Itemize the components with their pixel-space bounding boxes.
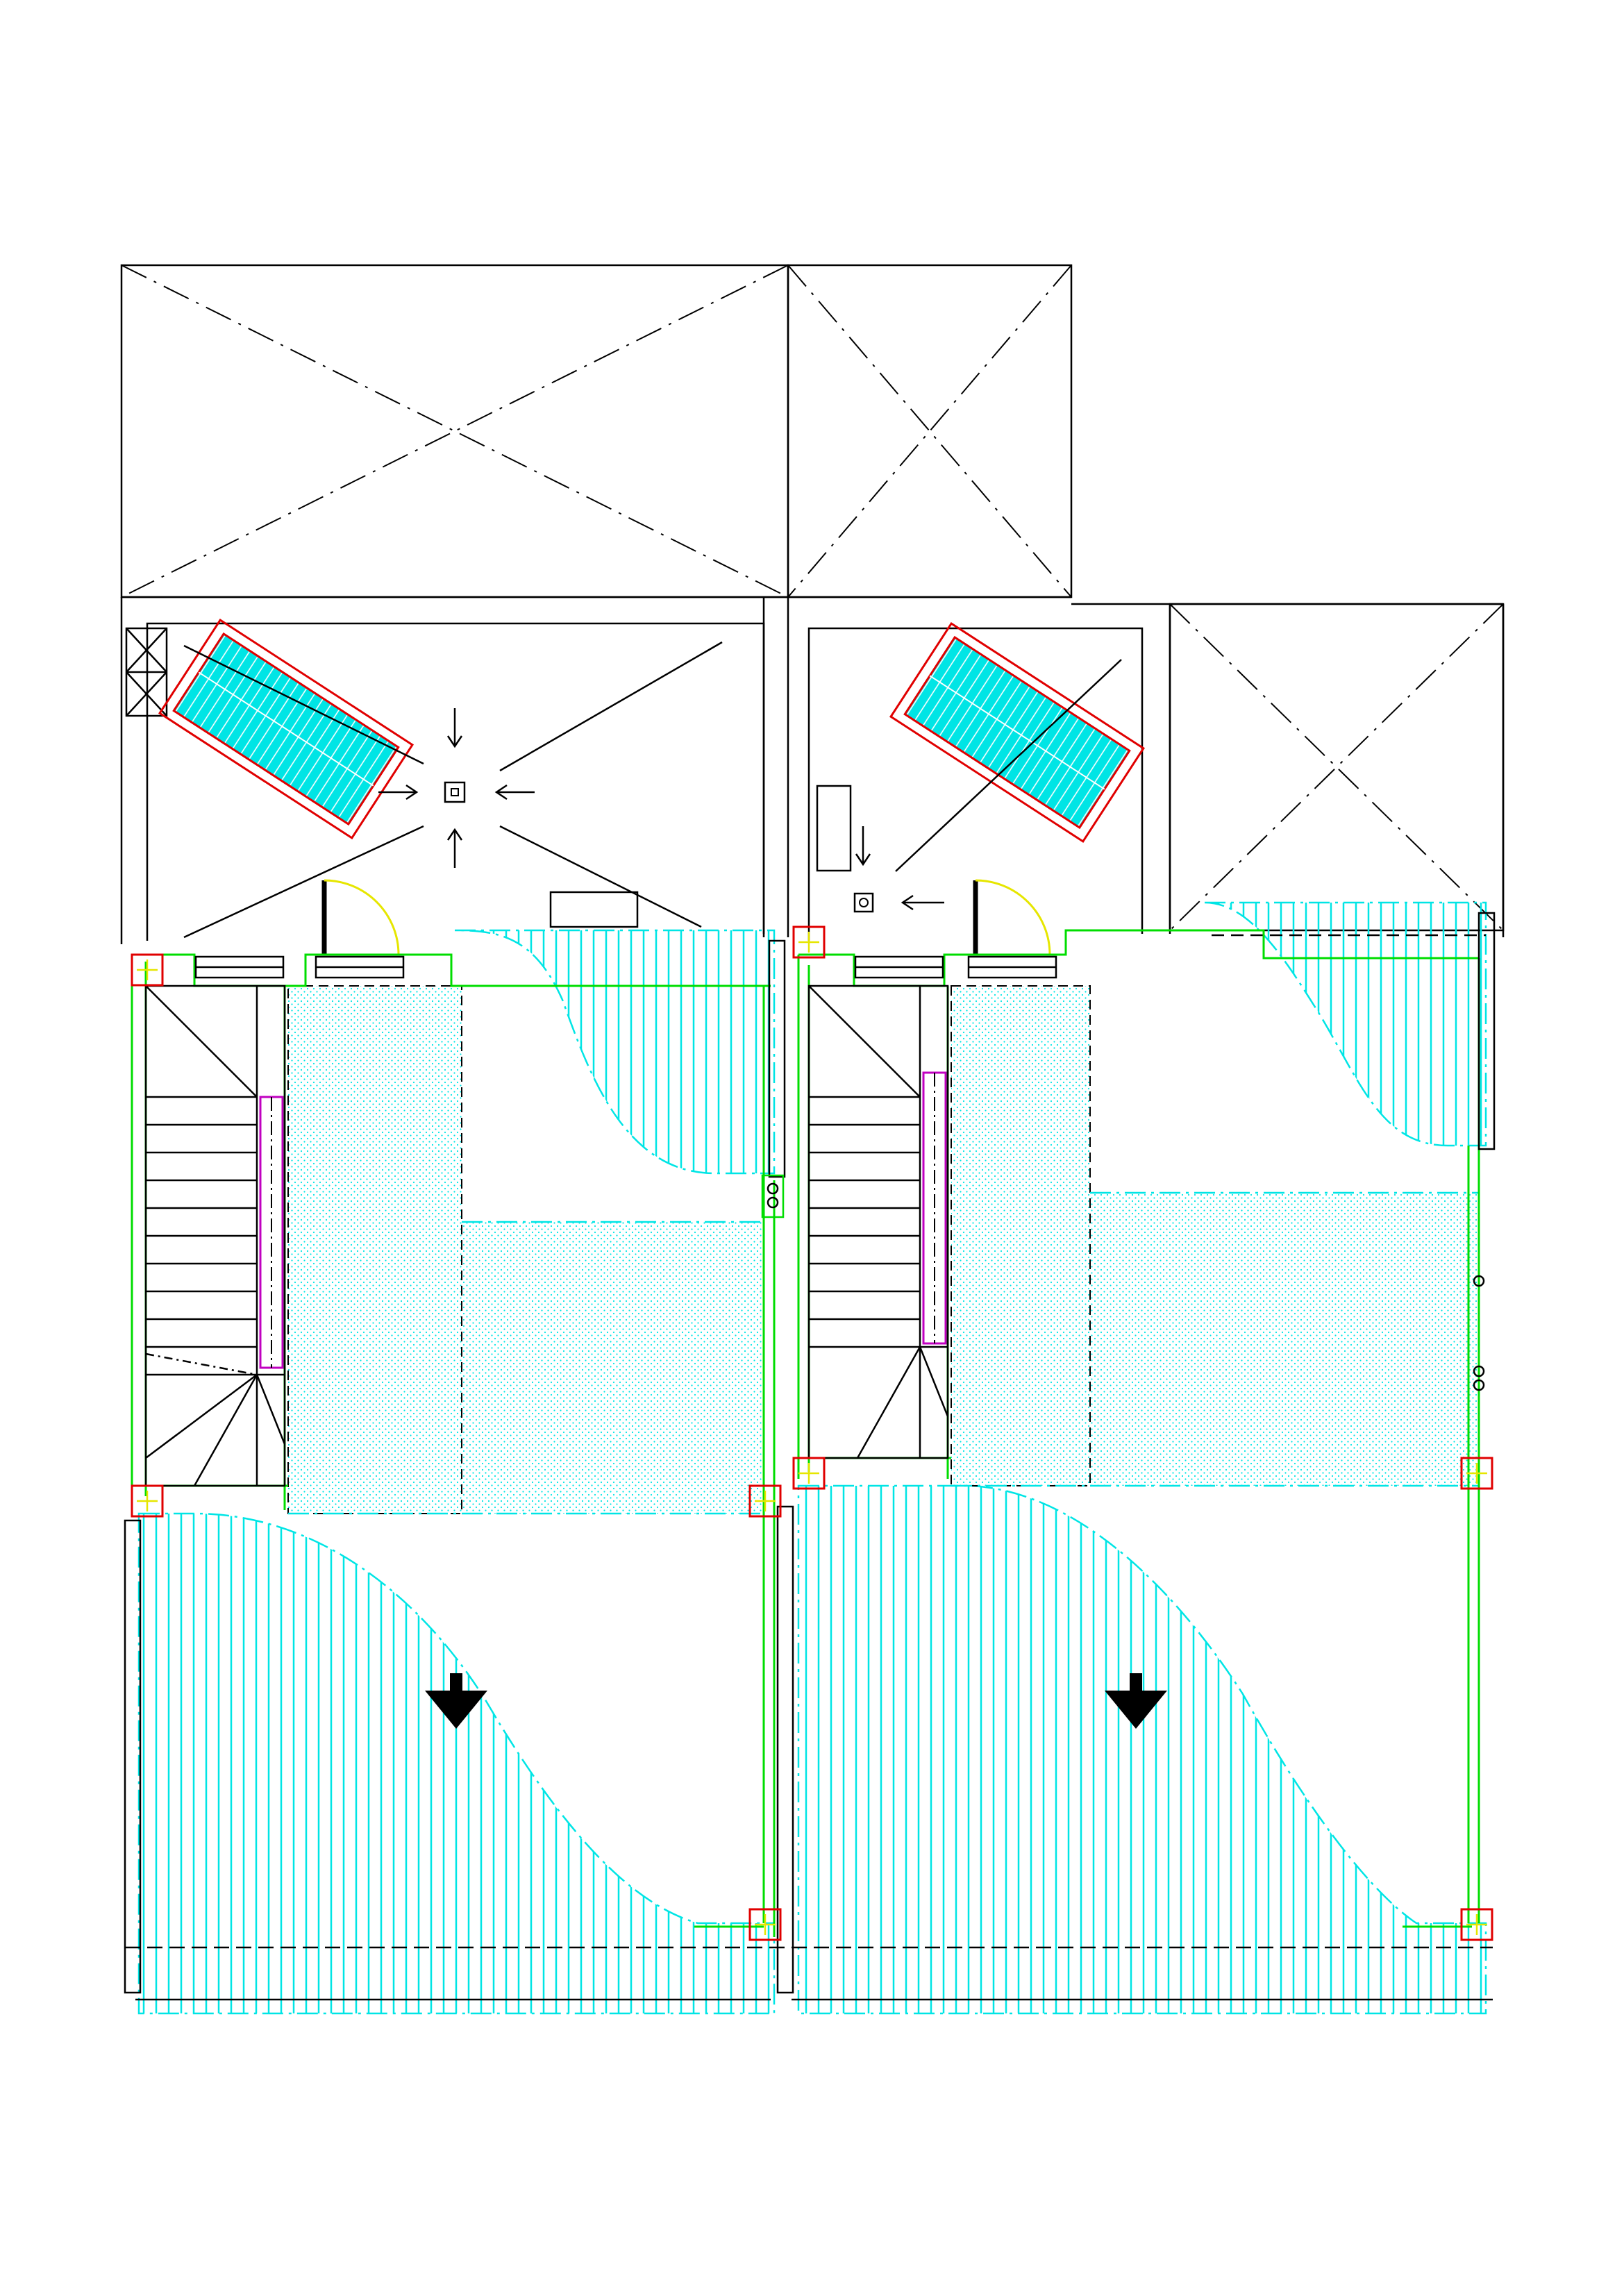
roof-terrace-outline (120, 596, 1505, 944)
column-icons (131, 925, 1493, 1941)
hatch-top-right (1204, 901, 1487, 1147)
slope-direction-arrow-icon-2 (1105, 1673, 1167, 1729)
downpipe-icons (761, 1174, 1485, 1391)
vent-box-icon (125, 627, 168, 717)
roof-slope-lines-right (816, 659, 1122, 872)
stair-right (807, 984, 949, 1459)
roof-slope-lines-left (183, 641, 723, 939)
wall-ticks (124, 912, 1496, 1994)
equipment-box (549, 891, 639, 928)
slope-arrow-icons (378, 708, 535, 868)
hatch-bottom-left (137, 1512, 776, 2015)
dotted-area-right (951, 985, 1479, 1487)
void-box-top-left (120, 264, 789, 598)
slope-arrow-icons-2 (855, 826, 944, 911)
dotted-area-left (287, 985, 764, 1515)
door-right (973, 879, 1051, 955)
slope-direction-arrow-icon (425, 1673, 487, 1729)
hatch-bottom-right (797, 1484, 1487, 2015)
void-box-top-right (787, 264, 1073, 598)
skylight-right (889, 621, 1146, 844)
window-frames (194, 955, 1057, 979)
void-box-right (1169, 603, 1505, 932)
duct-right (922, 1071, 947, 1345)
hatch-top-left (454, 929, 776, 1175)
door-left (321, 879, 400, 955)
column-crosses (137, 932, 1487, 1935)
stair-left (144, 984, 286, 1487)
bottom-edge (125, 1946, 1493, 2001)
duct-left (259, 1096, 284, 1369)
roof-drain-icon-2 (853, 892, 874, 913)
roof-drain-icon (444, 781, 466, 803)
